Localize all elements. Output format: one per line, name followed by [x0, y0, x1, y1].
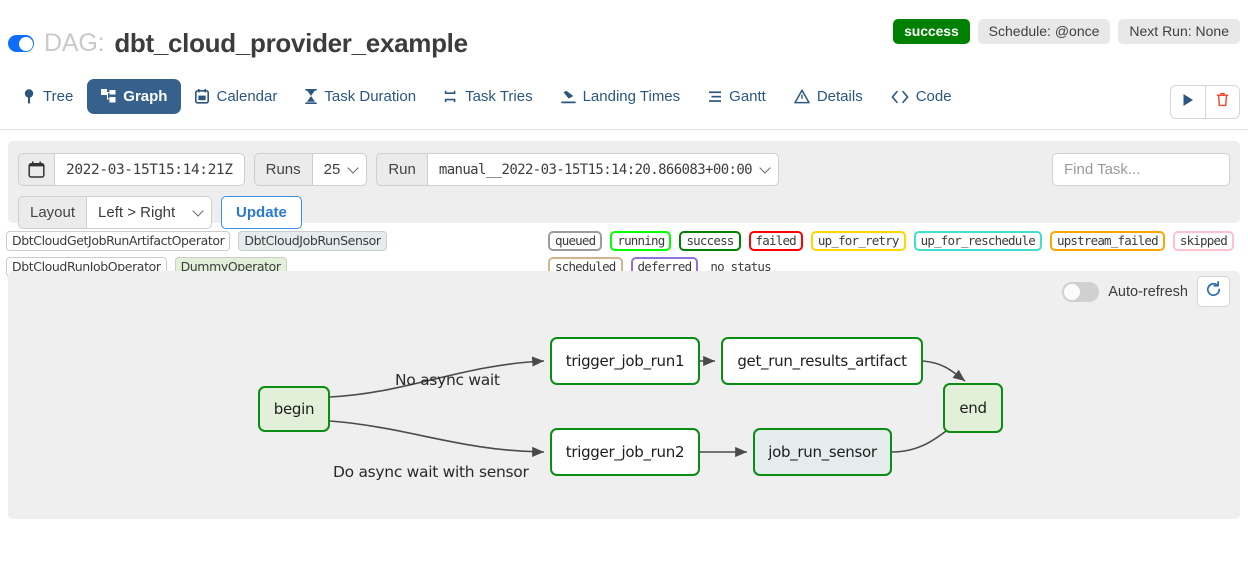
- refresh-icon: [1205, 280, 1222, 303]
- tab-task-tries[interactable]: Task Tries: [430, 79, 547, 114]
- tab-label: Task Duration: [324, 88, 417, 105]
- graph-node-job_run_sensor[interactable]: job_run_sensor: [753, 428, 892, 476]
- state-legend-badge[interactable]: up_for_retry: [810, 231, 906, 251]
- graph-node-get_run_results_artifact[interactable]: get_run_results_artifact: [721, 337, 923, 385]
- run-label: Run: [376, 153, 428, 186]
- dag-graph-canvas[interactable]: Auto-refresh begin trigger_job_run1 get_ru…: [8, 271, 1240, 519]
- tree-icon: [22, 89, 36, 104]
- tab-label: Code: [915, 88, 952, 105]
- tab-label: Gantt: [729, 88, 766, 105]
- calendar-icon[interactable]: [18, 153, 55, 186]
- dag-action-buttons: [1170, 85, 1240, 119]
- dag-prefix-label: DAG:: [44, 29, 105, 57]
- graph-edge-label: No async wait: [395, 371, 500, 389]
- base-date-input[interactable]: 2022-03-15T15:14:21Z: [54, 153, 245, 186]
- page-header: DAG: dbt_cloud_provider_example success …: [0, 0, 1248, 72]
- filter-row-layout: Layout Left > Right Update: [18, 196, 1230, 229]
- state-legend-badge[interactable]: up_for_reschedule: [913, 231, 1042, 251]
- state-legend-badge[interactable]: skipped: [1172, 231, 1234, 251]
- tab-task-duration[interactable]: Task Duration: [291, 79, 430, 114]
- num-runs-select[interactable]: 25: [311, 153, 368, 186]
- tab-label: Details: [816, 88, 863, 105]
- trash-icon: [1216, 92, 1229, 112]
- play-icon: [1182, 93, 1194, 112]
- num-runs-group: Runs 25: [253, 153, 368, 186]
- run-select-group: Run manual__2022-03-15T15:14:20.866083+0…: [376, 153, 780, 186]
- tab-label: Tree: [43, 88, 74, 105]
- landing-icon: [560, 89, 576, 104]
- retry-icon: [444, 89, 458, 104]
- auto-refresh-control: Auto-refresh: [1062, 276, 1230, 307]
- tab-label: Calendar: [216, 88, 278, 105]
- tab-code[interactable]: Code: [877, 79, 966, 114]
- layout-group: Layout Left > Right: [18, 196, 213, 229]
- graph-node-trigger_job_run2[interactable]: trigger_job_run2: [550, 428, 700, 476]
- dag-pause-toggle-icon[interactable]: [8, 35, 34, 52]
- layout-select[interactable]: Left > Right: [86, 196, 213, 229]
- hourglass-icon: [305, 89, 318, 104]
- runs-label: Runs: [253, 153, 313, 186]
- header-badges: success Schedule: @once Next Run: None: [893, 19, 1240, 44]
- base-date-group: 2022-03-15T15:14:21Z: [18, 153, 245, 186]
- operator-legend-badge[interactable]: DbtCloudGetJobRunArtifactOperator: [6, 231, 231, 251]
- tab-label: Graph: [123, 88, 168, 105]
- schedule-badge[interactable]: Schedule: @once: [977, 19, 1111, 44]
- layout-label: Layout: [18, 196, 88, 229]
- graph-legend: DbtCloudGetJobRunArtifactOperator DbtClou…: [0, 223, 1248, 277]
- dag-name-label: dbt_cloud_provider_example: [114, 28, 468, 58]
- dag-filter-panel: 2022-03-15T15:14:21Z Runs 25 Run manual_…: [8, 141, 1240, 229]
- find-task-input[interactable]: Find Task...: [1052, 153, 1230, 186]
- auto-refresh-label: Auto-refresh: [1108, 283, 1188, 300]
- graph-node-trigger_job_run1[interactable]: trigger_job_run1: [550, 337, 700, 385]
- filter-row-primary: 2022-03-15T15:14:21Z Runs 25 Run manual_…: [18, 153, 1230, 186]
- gantt-icon: [708, 89, 722, 104]
- tab-gantt[interactable]: Gantt: [694, 79, 780, 114]
- view-tabs: Tree Graph Calendar Task Duration Task T: [8, 79, 966, 114]
- refresh-button[interactable]: [1197, 276, 1230, 307]
- tab-label: Task Tries: [465, 88, 533, 105]
- graph-icon: [101, 89, 116, 104]
- auto-refresh-toggle[interactable]: [1062, 281, 1100, 302]
- operator-legend-badge[interactable]: DbtCloudJobRunSensor: [238, 231, 387, 251]
- state-legend-badge[interactable]: queued: [548, 231, 603, 251]
- tab-tree[interactable]: Tree: [8, 79, 87, 114]
- state-legend-badge[interactable]: upstream_failed: [1049, 231, 1165, 251]
- graph-node-end[interactable]: end: [943, 383, 1003, 433]
- tab-calendar[interactable]: Calendar: [181, 79, 291, 114]
- tab-label: Landing Times: [582, 88, 681, 105]
- state-legend-badge[interactable]: running: [610, 231, 672, 251]
- state-legend-badge[interactable]: success: [679, 231, 741, 251]
- update-button[interactable]: Update: [221, 196, 302, 229]
- graph-edge-label: Do async wait with sensor: [333, 463, 529, 481]
- code-icon: [891, 90, 909, 104]
- graph-node-begin[interactable]: begin: [258, 386, 330, 432]
- tab-graph[interactable]: Graph: [87, 79, 182, 114]
- dag-status-badge: success: [893, 19, 970, 44]
- dag-run-select[interactable]: manual__2022-03-15T15:14:20.866083+00:00: [426, 153, 780, 186]
- calendar-icon: [195, 89, 210, 104]
- view-tabbar: Tree Graph Calendar Task Duration Task T: [0, 72, 1248, 130]
- delete-dag-button[interactable]: [1205, 86, 1239, 118]
- tab-details[interactable]: Details: [780, 79, 877, 114]
- dag-title: DAG: dbt_cloud_provider_example: [8, 28, 468, 59]
- state-legend-badge[interactable]: no_status: [710, 259, 771, 274]
- state-legend-badge[interactable]: failed: [748, 231, 803, 251]
- graph-edges: [329, 355, 966, 458]
- trigger-dag-button[interactable]: [1171, 86, 1205, 118]
- tab-landing-times[interactable]: Landing Times: [547, 79, 695, 114]
- warning-triangle-icon: [794, 89, 810, 104]
- next-run-badge: Next Run: None: [1118, 19, 1240, 44]
